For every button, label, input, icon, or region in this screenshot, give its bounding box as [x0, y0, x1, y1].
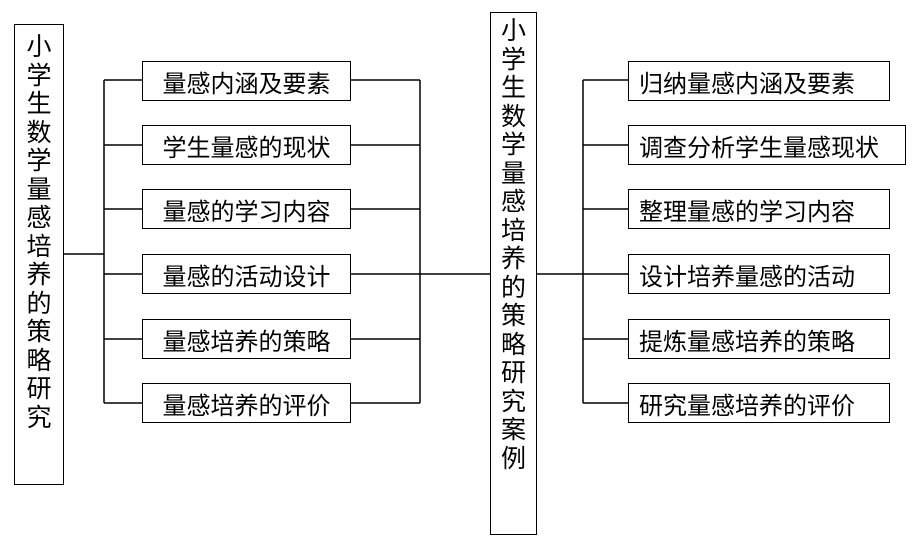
center-root-char: 的	[500, 272, 526, 302]
left-root-char: 究	[26, 402, 52, 432]
left-root-char: 培	[26, 231, 52, 261]
left-item-4: 量感的活动设计	[142, 254, 351, 294]
center-root-char: 小	[500, 16, 526, 45]
left-root-char: 感	[26, 203, 52, 232]
right-item-3: 整理量感的学习内容	[628, 189, 890, 229]
center-root-char: 生	[500, 73, 526, 102]
left-root-char: 研	[26, 374, 52, 403]
right-item-4: 设计培养量感的活动	[628, 254, 890, 294]
left-item-5: 量感培养的策略	[142, 319, 351, 359]
right-item-5: 提炼量感培养的策略	[628, 319, 890, 359]
left-root-char: 养	[26, 260, 52, 289]
right-item-6: 研究量感培养的评价	[628, 383, 890, 423]
center-root-char: 策	[500, 301, 526, 330]
left-root-char: 数	[26, 117, 52, 147]
center-root-char: 案	[500, 415, 526, 444]
center-root-char: 研	[500, 358, 526, 387]
left-item-6: 量感培养的评价	[142, 383, 351, 423]
center-root-char: 培	[500, 215, 526, 245]
right-item-1: 归纳量感内涵及要素	[628, 61, 890, 101]
left-root-char: 生	[26, 89, 52, 118]
center-root-char: 究	[500, 386, 526, 416]
center-root-char: 学	[500, 130, 526, 159]
center-root-char: 例	[500, 443, 526, 473]
left-root-char: 学	[26, 146, 52, 175]
center-root-char: 养	[500, 244, 526, 273]
left-root-char: 小	[26, 32, 52, 61]
left-root-box: 小学生数学量感培养的策略研究	[14, 24, 64, 485]
center-root-char: 数	[500, 101, 526, 131]
right-item-2: 调查分析学生量感现状	[628, 125, 906, 165]
left-item-2: 学生量感的现状	[142, 125, 351, 165]
center-root-char: 学	[500, 44, 526, 74]
left-item-3: 量感的学习内容	[142, 189, 351, 229]
left-root-char: 策	[26, 317, 52, 346]
center-root-box: 小学生数学量感培养的策略研究案例	[490, 12, 537, 535]
left-root-char: 学	[26, 60, 52, 90]
left-item-1: 量感内涵及要素	[142, 61, 351, 101]
center-root-char: 感	[500, 187, 526, 216]
left-root-char: 略	[26, 345, 52, 375]
center-root-char: 略	[500, 329, 526, 359]
left-root-char: 的	[26, 288, 52, 318]
left-root-char: 量	[26, 174, 52, 204]
center-root-char: 量	[500, 158, 526, 188]
